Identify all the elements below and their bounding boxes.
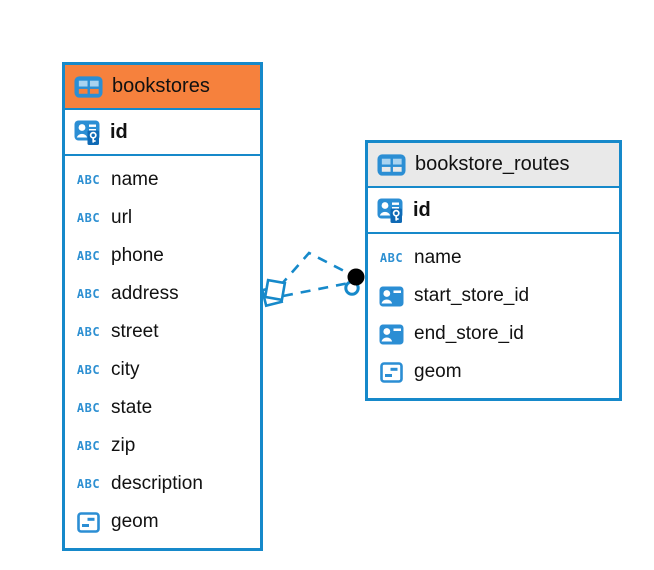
- relationship-diamond-decoration[interactable]: [260, 278, 287, 308]
- text-type-icon: ABC: [76, 439, 101, 453]
- column-row-street[interactable]: ABC street: [65, 313, 260, 351]
- table-title: bookstore_routes: [415, 153, 570, 175]
- column-name: state: [111, 397, 153, 418]
- column-name: id: [413, 198, 431, 221]
- column-row-start-store-id[interactable]: start_store_id: [368, 277, 619, 315]
- column-name: name: [111, 169, 159, 190]
- column-row-zip[interactable]: ABC zip: [65, 427, 260, 465]
- table-bookstore-routes[interactable]: bookstore_routes id ABC: [365, 140, 622, 401]
- relationship-line-2[interactable]: [282, 281, 350, 298]
- reference-person-icon: [377, 286, 406, 307]
- text-type-icon: ABC: [76, 287, 101, 301]
- table-icon: [74, 75, 103, 99]
- column-name: geom: [111, 511, 159, 532]
- column-name: street: [111, 321, 159, 342]
- column-name: phone: [111, 245, 164, 266]
- column-name: name: [414, 247, 462, 268]
- column-row-name[interactable]: ABC name: [65, 161, 260, 199]
- table-bookstores-header[interactable]: bookstores: [65, 65, 260, 110]
- object-type-icon: [377, 361, 406, 383]
- primary-key-icon: [376, 197, 405, 224]
- column-name: geom: [414, 361, 462, 382]
- columns-section: ABC name start_store_id: [368, 234, 619, 398]
- text-type-icon: ABC: [76, 211, 101, 225]
- text-type-icon: ABC: [76, 477, 101, 491]
- text-type-icon: ABC: [76, 249, 101, 263]
- column-name: city: [111, 359, 140, 380]
- table-bookstore-routes-header[interactable]: bookstore_routes: [368, 143, 619, 188]
- column-name: end_store_id: [414, 323, 524, 344]
- column-name: url: [111, 207, 133, 228]
- object-type-icon: [74, 511, 103, 533]
- table-icon: [377, 153, 406, 177]
- text-type-icon: ABC: [76, 173, 101, 187]
- column-name: start_store_id: [414, 285, 530, 306]
- columns-section: ABC name ABC url ABC phone ABC address A…: [65, 156, 260, 548]
- column-row-geom[interactable]: geom: [368, 353, 619, 391]
- column-row-geom[interactable]: geom: [65, 503, 260, 541]
- text-type-icon: ABC: [76, 401, 101, 415]
- column-row-description[interactable]: ABC description: [65, 465, 260, 503]
- column-name: zip: [111, 435, 136, 456]
- primary-key-icon: [73, 119, 102, 146]
- relationship-line-1[interactable]: [279, 251, 351, 287]
- column-row-id[interactable]: id: [368, 188, 619, 234]
- column-name: description: [111, 473, 203, 494]
- text-type-icon: ABC: [76, 325, 101, 339]
- text-type-icon: ABC: [379, 251, 404, 265]
- column-row-phone[interactable]: ABC phone: [65, 237, 260, 275]
- column-row-id[interactable]: id: [65, 110, 260, 156]
- relationship-dot-decoration[interactable]: [344, 268, 365, 296]
- column-row-state[interactable]: ABC state: [65, 389, 260, 427]
- column-name: id: [110, 120, 128, 143]
- column-row-end-store-id[interactable]: end_store_id: [368, 315, 619, 353]
- column-row-name[interactable]: ABC name: [368, 239, 619, 277]
- column-name: address: [111, 283, 179, 304]
- table-bookstores[interactable]: bookstores id ABC na: [62, 62, 263, 551]
- text-type-icon: ABC: [76, 363, 101, 377]
- column-row-city[interactable]: ABC city: [65, 351, 260, 389]
- reference-person-icon: [377, 324, 406, 345]
- table-title: bookstores: [112, 75, 210, 97]
- column-row-url[interactable]: ABC url: [65, 199, 260, 237]
- column-row-address[interactable]: ABC address: [65, 275, 260, 313]
